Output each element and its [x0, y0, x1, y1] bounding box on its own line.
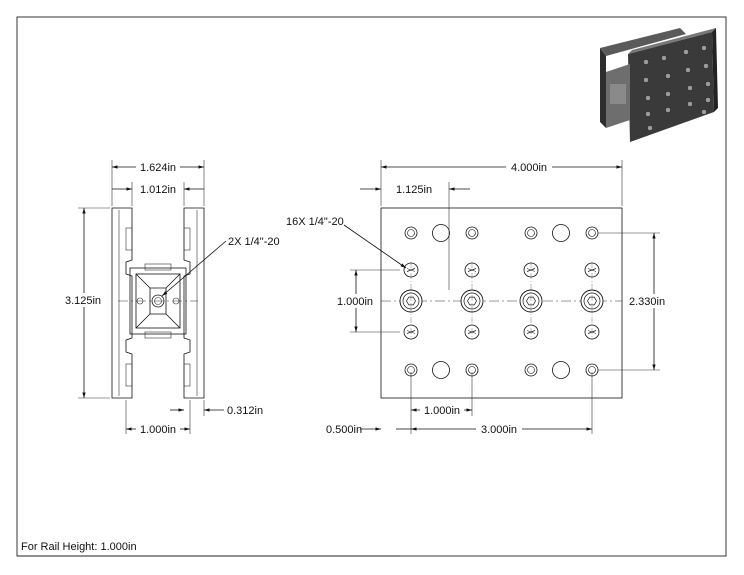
thumbnail-hole: [643, 59, 649, 65]
thumbnail-hole: [701, 109, 707, 115]
mount-hole: [524, 363, 538, 377]
thumbnail-hole: [645, 111, 651, 117]
front-view: 4.000in 1.125in 16X 1/4"-20 1.000in 2.33…: [286, 160, 674, 436]
overall-width-label: 1.624in: [140, 162, 176, 174]
front-callout-label: 16X 1/4"-20: [286, 216, 344, 228]
side-callout-label: 2X 1/4"-20: [228, 236, 280, 248]
mount-hole: [585, 226, 599, 240]
thumbnail-hole: [701, 45, 707, 51]
isometric-thumbnail-icon: [600, 28, 718, 142]
thumbnail-hole: [687, 101, 693, 107]
hex-socket: [587, 296, 597, 306]
edge-label: 0.500in: [326, 424, 362, 436]
thumbnail-hole: [683, 49, 689, 55]
mount-hole: [404, 226, 418, 240]
mount-hole-inner: [527, 366, 535, 374]
thumbnail-hole: [705, 97, 711, 103]
large-hole: [552, 224, 570, 242]
thumbnail-hole: [703, 63, 709, 69]
thumbnail-hole: [687, 85, 693, 91]
offset-label: 1.125in: [396, 184, 432, 196]
thumbnail-hole: [705, 81, 711, 87]
mount-hole-inner: [407, 229, 415, 237]
mount-hole-inner: [468, 229, 476, 237]
thumbnail-hole: [665, 107, 671, 113]
mount-hole: [524, 226, 538, 240]
large-hole: [552, 361, 570, 379]
side-view: 1.624in 1.012in 3.125in 2X 1/4"-20 1.000…: [58, 160, 280, 436]
plate-width-label: 4.000in: [511, 162, 547, 174]
thumbnail-hole: [685, 67, 691, 73]
hole-span-label: 3.000in: [481, 424, 517, 436]
large-hole: [432, 224, 450, 242]
hex-socket: [526, 296, 536, 306]
bottom-width-label: 1.000in: [140, 424, 176, 436]
hole-pattern: [399, 224, 604, 379]
height-label: 3.125in: [65, 295, 101, 307]
thumbnail-hole: [647, 125, 653, 131]
inner-width-label: 1.012in: [140, 184, 176, 196]
mount-hole-inner: [588, 229, 596, 237]
lip-label: 0.312in: [227, 405, 263, 417]
large-hole: [432, 361, 450, 379]
thumbnail-hole: [665, 73, 671, 79]
span-label: 2.330in: [629, 296, 665, 308]
plate-outline: [380, 207, 623, 399]
mount-hole: [465, 226, 479, 240]
thumbnail-hole: [665, 91, 671, 97]
mount-hole-inner: [527, 229, 535, 237]
rail-height-note: For Rail Height: 1.000in: [21, 541, 137, 553]
hex-socket: [406, 296, 416, 306]
thumbnail-hole: [661, 55, 667, 61]
thumbnail-hole: [643, 77, 649, 83]
hole-spacing-label: 1.000in: [424, 405, 460, 417]
hex-socket: [467, 296, 477, 306]
thumbnail-hole: [645, 95, 651, 101]
vertical-spacing-label: 1.000in: [337, 296, 373, 308]
